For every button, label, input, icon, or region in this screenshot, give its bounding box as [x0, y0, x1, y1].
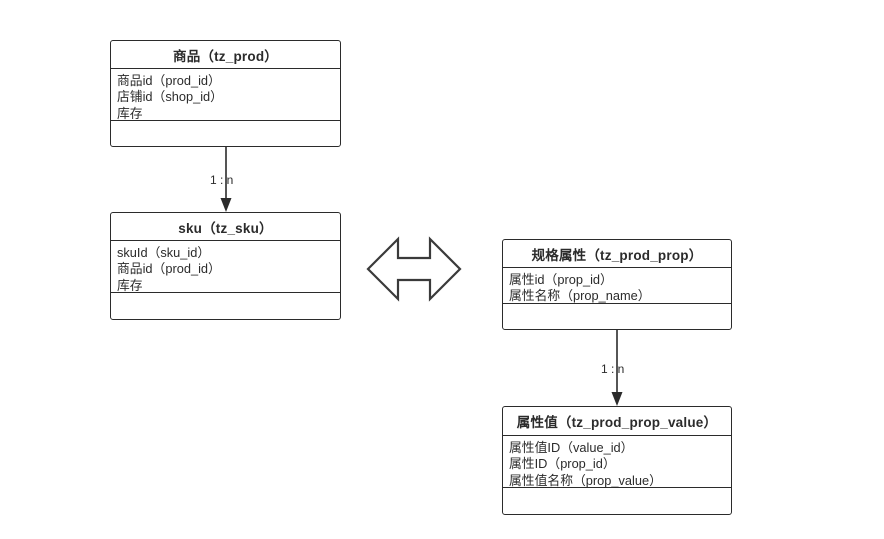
attribute-row: 属性值ID（value_id）	[509, 440, 634, 455]
attribute-row: 库存	[117, 277, 143, 293]
arrowhead-icon	[611, 392, 623, 406]
arrowhead-icon	[220, 198, 232, 212]
entity-attributes-tz-prod-prop: 属性id（prop_id） 属性名称（prop_name）	[503, 268, 731, 304]
attribute-row: 属性id（prop_id）	[509, 272, 613, 287]
attribute-row: 库存	[117, 105, 143, 121]
entity-attributes-tz-prod-prop-value: 属性值ID（value_id） 属性ID（prop_id） 属性值名称（prop…	[503, 436, 731, 488]
entity-header-tz-prod: 商品（tz_prod）	[111, 41, 340, 69]
connector-label-prod-to-sku: 1 : n	[210, 173, 234, 187]
entity-box-tz-prod-prop[interactable]: 规格属性（tz_prod_prop） 属性id（prop_id） 属性名称（pr…	[502, 239, 732, 330]
entity-box-tz-sku[interactable]: sku（tz_sku） skuId（sku_id） 商品id（prod_id） …	[110, 212, 341, 320]
attribute-row: 属性ID（prop_id）	[509, 456, 616, 472]
entity-header-tz-sku: sku（tz_sku）	[111, 213, 340, 241]
entity-header-tz-prod-prop-value: 属性值（tz_prod_prop_value）	[503, 407, 731, 436]
entity-operations-tz-sku	[111, 293, 340, 319]
entity-box-tz-prod[interactable]: 商品（tz_prod） 商品id（prod_id） 店铺id（shop_id） …	[110, 40, 341, 147]
entity-operations-tz-prod-prop	[503, 304, 731, 329]
entity-operations-tz-prod	[111, 121, 340, 146]
entity-box-tz-prod-prop-value[interactable]: 属性值（tz_prod_prop_value） 属性值ID（value_id） …	[502, 406, 732, 515]
double-arrow-icon	[366, 236, 462, 302]
attribute-row: skuId（sku_id）	[117, 245, 211, 260]
attribute-row: 属性值名称（prop_value）	[509, 472, 662, 488]
entity-attributes-tz-prod: 商品id（prod_id） 店铺id（shop_id） 库存	[111, 69, 340, 121]
entity-operations-tz-prod-prop-value	[503, 488, 731, 514]
attribute-row: 商品id（prod_id）	[117, 73, 221, 88]
double-arrow-shape	[366, 236, 462, 302]
entity-header-tz-prod-prop: 规格属性（tz_prod_prop）	[503, 240, 731, 268]
entity-attributes-tz-sku: skuId（sku_id） 商品id（prod_id） 库存	[111, 241, 340, 293]
attribute-row: 属性名称（prop_name）	[509, 288, 651, 304]
attribute-row: 店铺id（shop_id）	[117, 89, 223, 105]
attribute-row: 商品id（prod_id）	[117, 261, 221, 277]
connector-label-prop-to-prop-value: 1 : n	[601, 362, 625, 376]
